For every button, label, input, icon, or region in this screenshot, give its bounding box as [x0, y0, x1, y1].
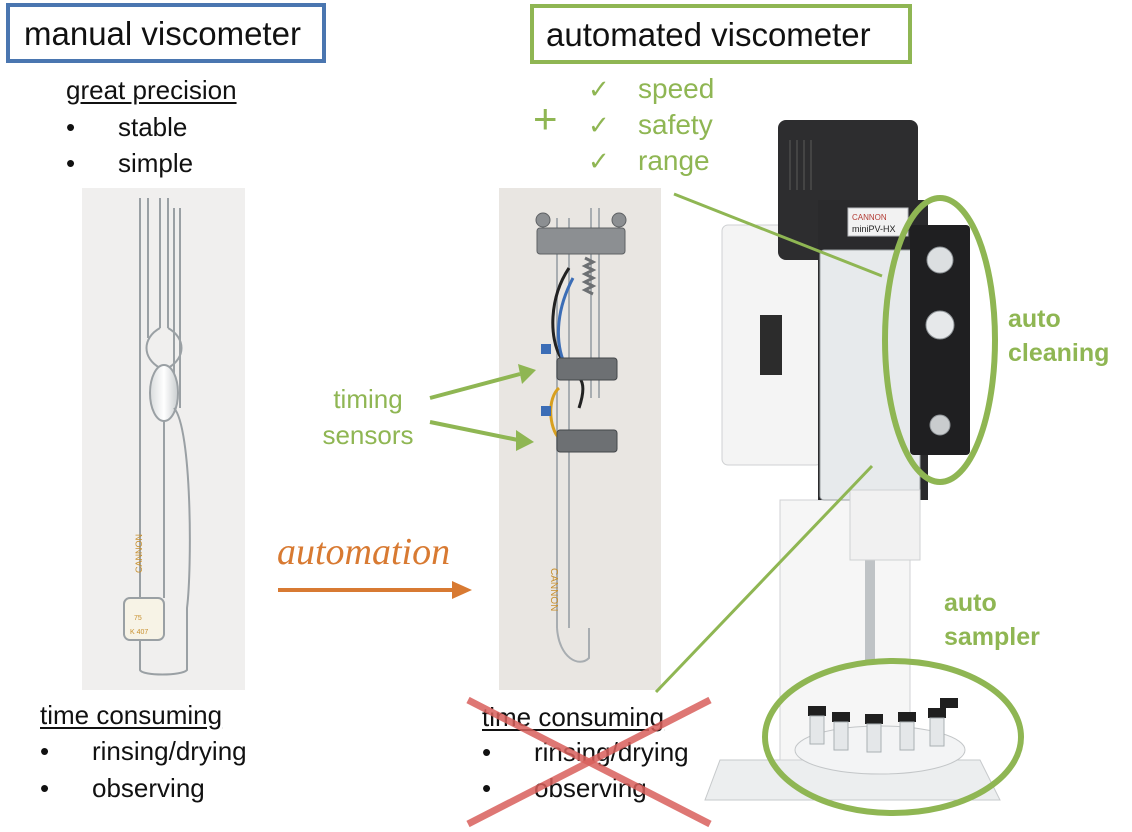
- manual-viscometer-photo: CANNON 75 K 407: [82, 188, 245, 690]
- benefit-safety: safety: [638, 109, 713, 140]
- instrument-brand-label: CANNON: [852, 213, 887, 222]
- automated-viscometer-title: automated viscometer: [546, 15, 871, 53]
- advantage-simple: simple: [118, 148, 194, 178]
- check-icon: ✓: [588, 74, 610, 104]
- check-icon: ✓: [588, 146, 610, 176]
- automation-arrow: [278, 581, 472, 599]
- glass-capillary-tube-illustration: CANNON 75 K 407: [123, 198, 191, 676]
- advantage-item: •simple: [66, 148, 194, 178]
- manual-viscometer-title-box: manual viscometer: [6, 3, 326, 63]
- benefit-item: ✓ range: [588, 145, 710, 177]
- auto-sampler-label-line2: sampler: [944, 623, 1040, 651]
- timing-sensor-arrows: [429, 364, 536, 451]
- check-icon: ✓: [588, 110, 610, 140]
- drawback-observing: observing: [92, 773, 205, 803]
- drawback-item: •observing: [40, 773, 205, 803]
- timing-sensors-label-line2: sensors: [322, 420, 414, 450]
- crossed-time-consuming-heading: time consuming: [482, 702, 665, 732]
- benefit-item: ✓ safety: [588, 109, 713, 141]
- instrument-model-label: miniPV-HX: [852, 224, 896, 234]
- timing-sensors-label: timing sensors: [316, 381, 420, 453]
- auto-sampler-label: auto sampler: [944, 586, 1064, 654]
- red-cross-out-mark: [466, 696, 712, 828]
- auto-cleaning-label-line2: cleaning: [1008, 339, 1110, 367]
- lower-sensor-arrow: [429, 420, 519, 442]
- benefits-callout-line: [673, 192, 883, 278]
- advantage-item: •stable: [66, 112, 188, 142]
- crossed-drawback-item: •observing: [482, 773, 647, 803]
- plus-icon: +: [533, 95, 558, 142]
- tube-to-instrument-line: [654, 464, 874, 694]
- instrument-illustration: CANNON miniPV-HX: [704, 120, 1001, 801]
- great-precision-heading: great precision: [66, 75, 237, 105]
- auto-cleaning-highlight-oval: [882, 195, 998, 485]
- auto-cleaning-label-line1: auto: [1008, 305, 1061, 333]
- auto-sampler-label-line1: auto: [944, 589, 997, 617]
- auto-cleaning-label: auto cleaning: [1008, 302, 1132, 370]
- benefit-item: ✓ speed: [588, 73, 714, 105]
- tube-brand-label: CANNON: [134, 534, 144, 573]
- automated-viscometer-title-box: automated viscometer: [530, 4, 912, 64]
- automated-viscometer-instrument: CANNON miniPV-HX: [700, 110, 1010, 810]
- auto-sampler-highlight-oval: [762, 658, 1024, 816]
- upper-sensor-arrow: [429, 372, 521, 400]
- tube-serial-label: K 407: [130, 629, 148, 636]
- sensor-tube-brand-label: CANNON: [548, 568, 559, 611]
- advantage-stable: stable: [118, 112, 188, 142]
- manual-viscometer-title: manual viscometer: [24, 14, 301, 52]
- benefit-speed: speed: [638, 73, 715, 104]
- timing-sensors-label-line1: timing: [333, 384, 403, 414]
- drawback-item: •rinsing/drying: [40, 736, 247, 766]
- time-consuming-heading: time consuming: [40, 700, 223, 730]
- drawback-rinsing-drying: rinsing/drying: [92, 736, 247, 766]
- tube-size-label: 75: [134, 615, 142, 622]
- benefit-range: range: [638, 145, 710, 176]
- automation-label: automation: [277, 531, 451, 573]
- sensor-tube-illustration: CANNON: [535, 208, 627, 663]
